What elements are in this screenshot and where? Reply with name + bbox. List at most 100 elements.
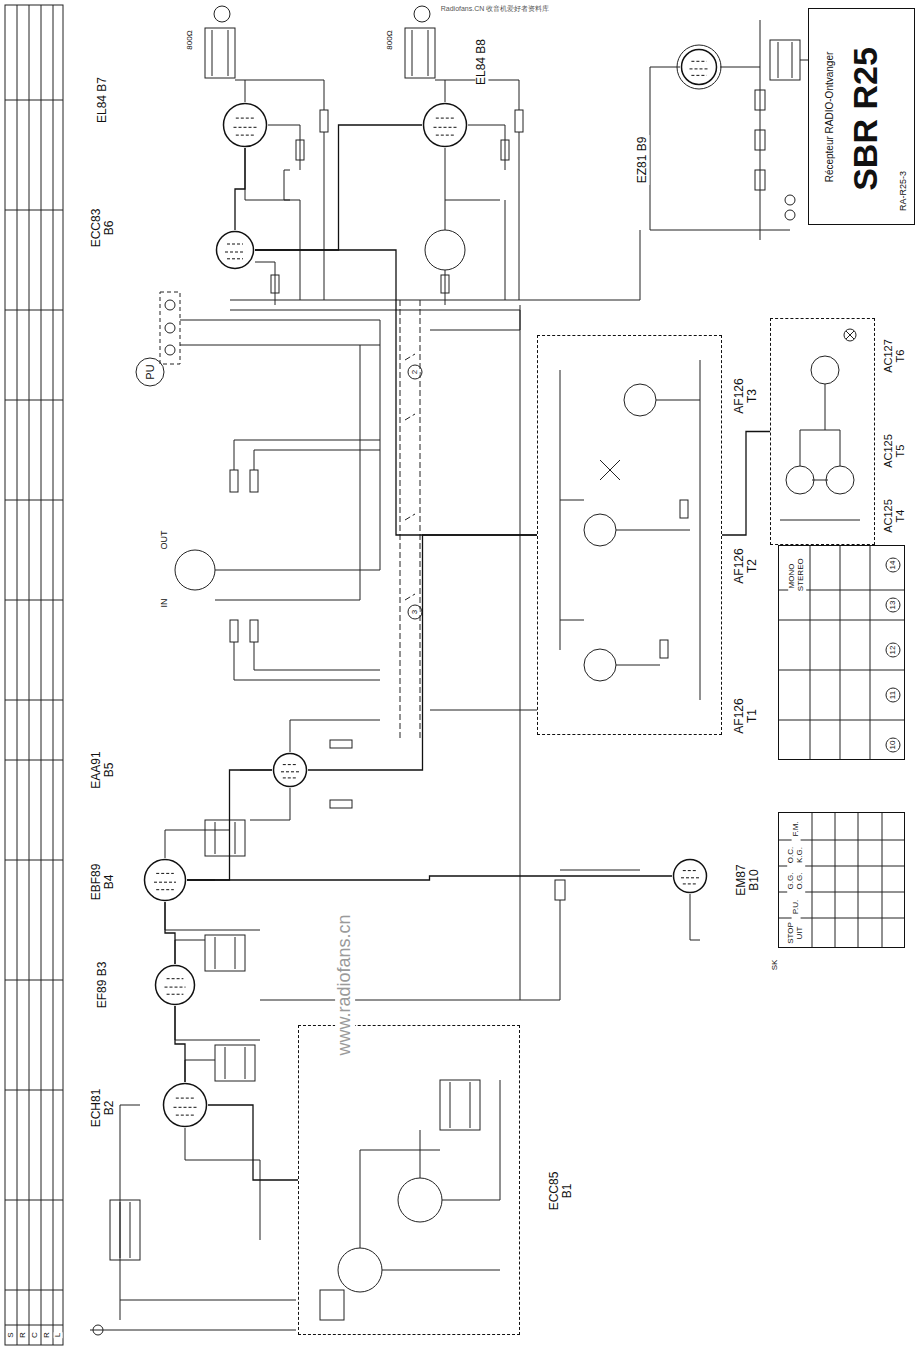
wire-path <box>560 360 700 700</box>
impedance-label: 800Ω <box>386 29 395 50</box>
signal-wire <box>165 902 175 964</box>
component-symbol <box>755 130 765 150</box>
component-symbol <box>755 170 765 190</box>
fm-tuner-block: ECC85 B1 <box>298 1025 520 1335</box>
tube-or-terminal-symbol <box>786 466 814 494</box>
tube-or-terminal-symbol <box>886 738 900 752</box>
wire-path <box>412 30 428 76</box>
node-label: ECH81 B2 <box>90 1080 116 1136</box>
tube-envelope <box>156 966 195 1005</box>
tube-or-terminal-symbol <box>811 356 839 384</box>
tube-or-terminal-symbol <box>175 550 215 590</box>
node-label: Récepteur RADIO-Ontvanger <box>824 51 835 184</box>
wire-path <box>260 870 700 1000</box>
component-symbol <box>770 40 800 80</box>
wire-path <box>212 30 228 76</box>
table-header: C <box>31 1331 40 1339</box>
component-symbol <box>501 140 509 160</box>
component-symbol <box>230 620 238 642</box>
watermark: Radiofans.CN 收音机爱好者资料库 <box>440 5 551 13</box>
tube-or-terminal-symbol <box>338 1248 382 1292</box>
tube-or-terminal-symbol <box>785 210 795 220</box>
component-symbol <box>215 1045 255 1081</box>
tube-or-terminal-symbol <box>886 688 900 702</box>
tube-electrodes <box>690 61 709 75</box>
tube-or-terminal-symbol <box>886 643 900 657</box>
tube-or-terminal-symbol <box>408 605 422 619</box>
node-label: G.G. O.G. <box>787 869 805 893</box>
node-label: AC125 T4 <box>882 492 906 540</box>
component-symbol <box>110 1200 140 1260</box>
tube-or-terminal-symbol <box>624 384 656 416</box>
component-symbol <box>5 5 63 1345</box>
component-symbol <box>296 140 304 160</box>
component-symbol <box>205 935 245 971</box>
tube-or-terminal-symbol <box>844 329 856 341</box>
signal-wire <box>208 1105 298 1180</box>
tube-electrodes <box>681 871 699 884</box>
wire-path <box>234 440 380 680</box>
node-label: O.C. K.G. <box>787 843 805 867</box>
if-tube: EBF89 B4 <box>143 858 187 902</box>
component-symbol <box>515 110 523 132</box>
tube-or-terminal-symbol <box>584 514 616 546</box>
tube-envelope <box>224 104 267 147</box>
node-label: STOP UIT <box>787 921 805 945</box>
wire-path <box>215 822 235 854</box>
wire-path <box>778 812 905 948</box>
callout-number: 2 <box>411 369 420 375</box>
part-name: SK <box>771 959 780 972</box>
tube-envelope <box>424 104 467 147</box>
wiring-group <box>5 5 905 1345</box>
signal-wire <box>175 1006 185 1082</box>
component-symbol <box>555 880 565 900</box>
component-symbol <box>250 470 258 492</box>
wire-path <box>400 300 420 740</box>
component-symbol <box>405 28 435 78</box>
output-tube: EL84 B7 <box>222 102 268 148</box>
socket-name: OUT <box>160 530 170 551</box>
switch-table: MONO STEREO <box>778 545 905 760</box>
tube-or-terminal-symbol <box>214 6 230 22</box>
node-label: AF126 T2 <box>733 541 759 591</box>
tube-electrodes <box>234 118 257 135</box>
wire-path <box>5 100 63 1325</box>
stereo-decoder-block: AF126 T3AF126 T2AF126 T1 <box>537 335 722 735</box>
signal-wire <box>255 250 537 535</box>
tube-or-terminal-symbol <box>414 6 430 22</box>
component-symbol <box>320 1290 344 1320</box>
component-symbol <box>160 292 180 364</box>
node-label: EM87 B10 <box>735 852 761 908</box>
node-label: MONO STEREO <box>788 560 806 592</box>
wire-path <box>778 545 905 760</box>
tube-envelope <box>682 50 717 85</box>
node-label: ECC85 B1 <box>548 1163 574 1219</box>
signal-wire <box>722 432 770 536</box>
component-symbol <box>320 110 328 132</box>
node-label: SBR R25 <box>847 46 884 192</box>
wire-path <box>120 1060 260 1320</box>
callout-number: 11 <box>889 690 898 700</box>
tube-or-terminal-symbol <box>398 1178 442 1222</box>
component-symbol <box>230 470 238 492</box>
signal-wire <box>235 148 245 230</box>
tube-envelope <box>217 232 254 269</box>
tube-or-terminal-symbol <box>826 466 854 494</box>
wire-path <box>435 80 505 300</box>
tube-outline <box>422 102 468 148</box>
tube-or-terminal-symbol <box>886 598 900 612</box>
component-symbol <box>441 275 449 293</box>
tube-electrodes <box>434 118 457 135</box>
node-label: AF126 T3 <box>733 371 759 421</box>
tube-or-terminal-symbol <box>93 1325 103 1335</box>
tube-envelope <box>674 860 707 893</box>
table-header: R <box>43 1331 52 1339</box>
wire-path <box>450 1082 470 1128</box>
tube-or-terminal-symbol <box>584 649 616 681</box>
table-header: R <box>19 1331 28 1339</box>
wire-path <box>430 305 537 1000</box>
node-label: F.M. <box>792 817 801 841</box>
